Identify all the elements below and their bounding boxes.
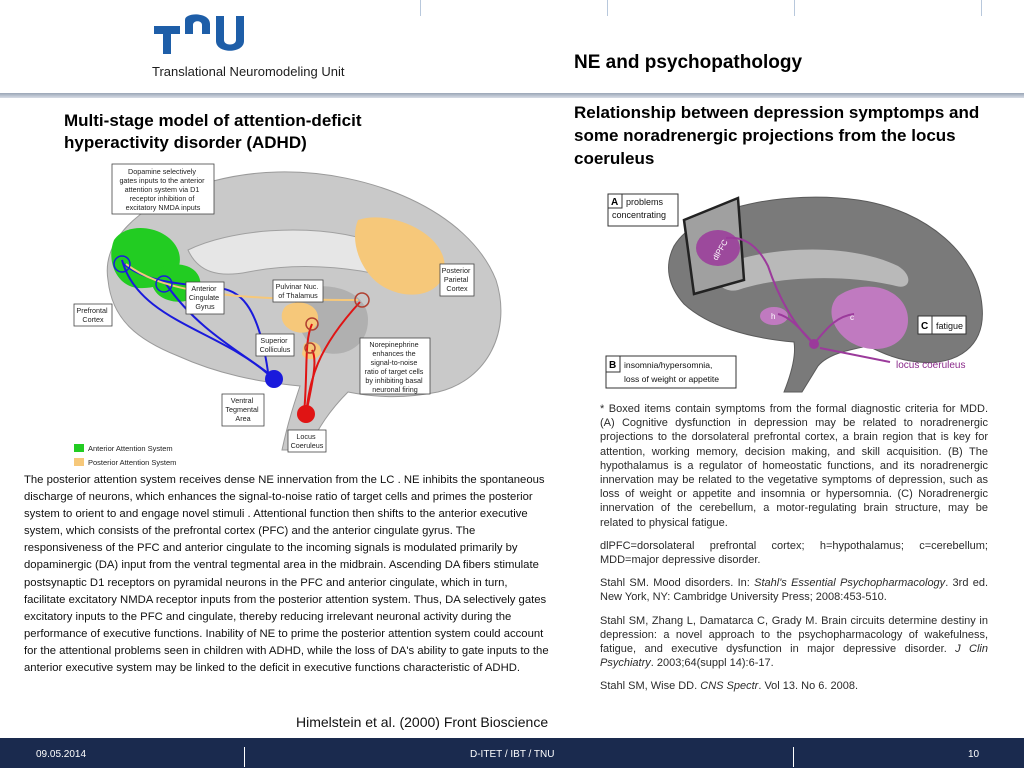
left-body-paragraph: The posterior attention system receives …: [24, 474, 549, 675]
footer-page-number: 10: [968, 749, 980, 760]
locus-node: [809, 339, 819, 349]
legend-anterior-label: Anterior Attention System: [88, 444, 173, 453]
box-a-text: problems concentrating: [612, 197, 666, 220]
right-heading: Relationship between depression symptomp…: [574, 103, 980, 168]
norepinephrine-note: Norepinephrine enhances the signal-to-no…: [365, 340, 426, 394]
legend-posterior-swatch: [74, 458, 84, 466]
left-body-text: The posterior attention system receives …: [24, 472, 552, 677]
label-h: h: [771, 312, 775, 321]
legend-anterior-swatch: [74, 444, 84, 452]
right-notes: * Boxed items contain symptoms from the …: [600, 402, 988, 703]
header-divider: [0, 93, 1024, 98]
label-posterior-parietal: Posterior Parietal Cortex: [442, 266, 473, 293]
depression-brain-diagram: dlPFC h c locus coeruleus A problems con…: [605, 193, 983, 393]
footer-date: 09.05.2014: [36, 749, 87, 760]
tnu-logo: Translational Neuromodeling Unit: [152, 14, 372, 84]
legend-posterior-label: Posterior Attention System: [88, 458, 176, 467]
posterior-parietal-region: [354, 217, 445, 295]
left-citation: Himelstein et al. (2000) Front Bioscienc…: [296, 714, 549, 730]
left-heading: Multi-stage model of attention-deficit h…: [64, 111, 362, 152]
top-tick-marks: [0, 0, 1024, 16]
label-anterior-cingulate: Anterior Cingulate Gyrus: [189, 284, 221, 311]
box-c-letter: C: [921, 321, 928, 332]
vta-node: [265, 370, 283, 388]
locus-coeruleus-node: [297, 405, 315, 423]
footer-separator: [244, 747, 245, 767]
logo-text: Translational Neuromodeling Unit: [152, 64, 345, 79]
figure-caption: * Boxed items contain symptoms from the …: [600, 403, 988, 529]
footer-separator: [793, 747, 794, 767]
reference-3: Stahl SM, Wise DD. CNS Spectr. Vol 13. N…: [600, 680, 859, 693]
dlpfc-region: [696, 230, 740, 266]
tnu-logo-mark-icon: [154, 14, 244, 54]
adhd-brain-diagram: Dopamine selectively gates inputs to the…: [73, 163, 502, 467]
cerebellum-region: [831, 286, 908, 350]
abbreviations: dlPFC=dorsolateral prefrontal cortex; h=…: [600, 539, 988, 567]
box-b-text: insomnia/hypersomnia, loss of weight or …: [624, 360, 719, 384]
hypothalamus-region: [760, 307, 788, 325]
pulvinar-region: [281, 302, 319, 333]
reference-2: Stahl SM, Zhang L, Damatarca C, Grady M.…: [600, 614, 988, 670]
box-c-text: fatigue: [936, 321, 963, 331]
label-locus-coeruleus-right: locus coeruleus: [896, 360, 965, 371]
label-pulvinar: Pulvinar Nuc. of Thalamus: [276, 282, 321, 300]
dopamine-note: Dopamine selectively gates inputs to the…: [119, 167, 206, 212]
footer-center: D-ITET / IBT / TNU: [470, 749, 555, 760]
box-b-letter: B: [609, 360, 616, 371]
label-locus-coeruleus: Locus Coeruleus: [291, 432, 324, 450]
reference-1: Stahl SM. Mood disorders. In: Stahl's Es…: [600, 577, 989, 604]
label-superior-colliculus: Superior Colliculus: [260, 336, 291, 354]
box-a-letter: A: [611, 197, 618, 208]
label-c: c: [850, 313, 854, 322]
slide-title: NE and psychopathology: [574, 52, 803, 73]
footer-bar: 09.05.2014 D-ITET / IBT / TNU 10: [0, 738, 1024, 768]
label-prefrontal: Prefrontal Cortex: [76, 306, 109, 324]
label-vta: Ventral Tegmental Area: [225, 396, 260, 423]
